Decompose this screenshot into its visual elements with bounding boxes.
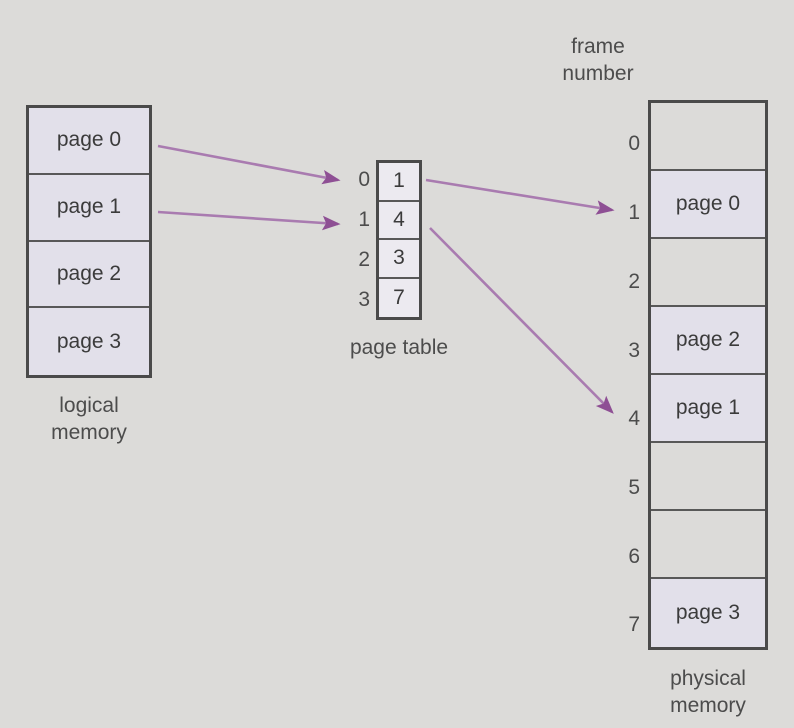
physical-memory-frame: page 2 [651, 307, 765, 375]
page-table-index-3: 3 [358, 288, 370, 311]
frame-index-2: 2 [628, 270, 640, 293]
logical-memory-caption: logical memory [51, 394, 127, 444]
page-table-cell-value: 3 [393, 246, 405, 270]
physical-memory-frame [651, 103, 765, 171]
page-table-caption: page table [349, 336, 449, 359]
page-table-cell: 3 [379, 240, 419, 279]
pt-value4-to-frame4 [429, 227, 614, 414]
logical-memory-cell-label: page 2 [56, 261, 122, 285]
physical-memory-frame: page 0 [651, 171, 765, 239]
frame-index-7: 7 [628, 613, 640, 636]
page1-to-pt-row1 [157, 210, 341, 231]
physical-memory-frame-label: page 3 [675, 601, 741, 624]
frame-index-3: 3 [628, 339, 640, 362]
physical-memory-frame: page 3 [651, 579, 765, 647]
page-table-cell: 1 [379, 163, 419, 202]
physical-memory-frame: page 1 [651, 375, 765, 443]
page-table-index-2: 2 [358, 248, 370, 271]
page-table-block: 1 4 3 7 [376, 160, 422, 320]
logical-memory-cell-label: page 1 [56, 195, 122, 219]
page-table-cell: 7 [379, 278, 419, 317]
physical-memory-frame [651, 443, 765, 511]
page-table-cell: 4 [379, 201, 419, 240]
logical-memory-cell: page 2 [29, 241, 149, 309]
logical-memory-cell-label: page 3 [56, 329, 122, 353]
pt-value1-to-frame1 [425, 178, 615, 215]
page-table-index-0: 0 [358, 168, 370, 191]
frame-index-5: 5 [628, 476, 640, 499]
physical-memory-frame [651, 239, 765, 307]
physical-memory-block: page 0 page 2 page 1 page 3 [648, 100, 768, 650]
frame-index-4: 4 [628, 407, 640, 430]
physical-memory-frame-label: page 0 [675, 192, 741, 215]
physical-memory-frame [651, 511, 765, 579]
page-table-cell-value: 1 [393, 169, 405, 193]
physical-memory-caption: physical memory [670, 667, 746, 717]
page-table-cell-value: 4 [393, 207, 405, 231]
frame-index-0: 0 [628, 132, 640, 155]
frame-index-6: 6 [628, 545, 640, 568]
page-table-cell-value: 7 [393, 285, 405, 309]
frame-number-header: frame number [562, 35, 634, 85]
logical-memory-block: page 0 page 1 page 2 page 3 [26, 105, 152, 378]
logical-memory-cell-label: page 0 [56, 128, 122, 152]
page-table-index-1: 1 [358, 208, 370, 231]
logical-memory-cell: page 0 [29, 108, 149, 175]
logical-memory-cell: page 1 [29, 174, 149, 242]
physical-memory-frame-label: page 2 [675, 328, 741, 351]
logical-memory-cell: page 3 [29, 308, 149, 375]
page0-to-pt-row0 [157, 144, 341, 185]
physical-memory-frame-label: page 1 [675, 396, 741, 419]
frame-index-1: 1 [628, 201, 640, 224]
